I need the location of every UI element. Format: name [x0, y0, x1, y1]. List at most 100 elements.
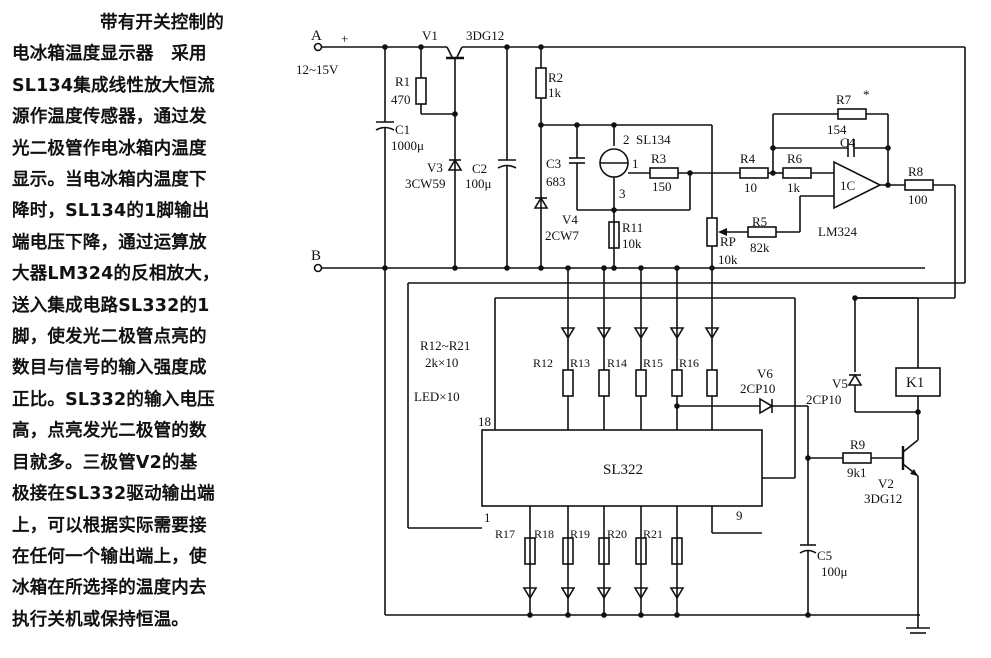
component-labels: A + 12~15V B V1 3DG12 R1 470 C1 1000μ V3…	[296, 28, 928, 579]
resistor-r20	[635, 537, 647, 565]
description-line: 脚，使发光二极管点亮的	[12, 327, 207, 348]
label-lm324: LM324	[818, 224, 858, 239]
label-op-amp-mark: 1C	[840, 178, 855, 193]
label-r7: R7	[836, 92, 852, 107]
label-ic: SL322	[603, 462, 643, 478]
label-pin1: 1	[632, 156, 639, 171]
description-line: 大器LM324的反相放大，	[12, 264, 220, 285]
label-pin2: 2	[623, 132, 630, 147]
label-r11-val: 10k	[622, 236, 642, 251]
label-r16: R16	[679, 356, 699, 370]
resistor-r8	[904, 179, 934, 191]
resistor-r4	[739, 167, 769, 179]
zener-v3	[447, 158, 463, 171]
label-r12: R12	[533, 356, 553, 370]
label-sl134: SL134	[636, 132, 671, 147]
diode-v5	[847, 373, 863, 386]
description-line: 高，点亮发光二极管的数	[12, 421, 207, 442]
label-supply-voltage: 12~15V	[296, 62, 339, 77]
resistor-r13	[598, 369, 610, 397]
description-line: 执行关机或保持恒温。	[12, 609, 189, 630]
label-r3: R3	[651, 151, 666, 166]
label-r15: R15	[643, 356, 663, 370]
label-supply-plus: +	[341, 31, 348, 46]
label-v2-part: 3DG12	[864, 491, 902, 506]
label-r8: R8	[908, 164, 923, 179]
switch-section	[677, 297, 941, 634]
label-terminal-a: A	[311, 28, 322, 44]
description-line: 电冰箱温度显示器 采用	[12, 44, 207, 65]
label-r5-val: 82k	[750, 240, 770, 255]
regulator-section	[375, 46, 517, 268]
label-r9: R9	[850, 437, 865, 452]
label-c1-val: 1000μ	[391, 138, 424, 153]
label-c2-val: 100μ	[465, 176, 492, 191]
resistor-r3	[649, 167, 679, 179]
label-v3: V3	[427, 160, 443, 175]
description-line: SL134集成线性放大恒流	[12, 75, 215, 96]
label-v2: V2	[878, 476, 894, 491]
bottom-led-columns	[384, 268, 920, 616]
description-line: 送入集成电路SL332的1	[12, 295, 210, 316]
label-v4: V4	[562, 212, 578, 227]
label-r2: R2	[548, 70, 563, 85]
op-amp-lm324	[833, 160, 882, 210]
label-r3-val: 150	[652, 179, 672, 194]
description-line: 在任何一个输出端上，使	[12, 546, 207, 567]
label-v6-part: 2CP10	[740, 381, 775, 396]
label-v4-part: 2CW7	[545, 228, 579, 243]
resistor-r15	[671, 369, 683, 397]
label-r8-val: 100	[908, 192, 928, 207]
label-v6: V6	[757, 366, 773, 381]
label-r14: R14	[607, 356, 627, 370]
description-title-line: 带有开关控制的	[12, 8, 252, 39]
label-r7-mark: *	[863, 87, 870, 102]
label-r21: R21	[643, 527, 663, 541]
label-v1-part: 3DG12	[466, 28, 504, 43]
label-ic-pin9: 9	[736, 508, 743, 523]
resistor-r11	[608, 221, 620, 249]
label-c1: C1	[395, 122, 410, 137]
label-rp: RP	[720, 234, 736, 249]
label-v5-part: 2CP10	[806, 392, 841, 407]
description-line: 冰箱在所选择的温度内去	[12, 578, 207, 599]
label-r1-val: 470	[391, 92, 411, 107]
label-r17: R17	[495, 527, 515, 541]
label-relay: K1	[906, 375, 924, 391]
label-r1: R1	[395, 74, 410, 89]
label-ic-pin1: 1	[484, 510, 491, 525]
ic-sl322	[481, 429, 763, 507]
description-line: 光二极管作电冰箱内温度	[12, 138, 207, 159]
label-r6: R6	[787, 151, 803, 166]
label-terminal-b: B	[311, 248, 321, 264]
label-r13: R13	[570, 356, 590, 370]
label-c5: C5	[817, 548, 832, 563]
label-r4: R4	[740, 151, 756, 166]
label-r19: R19	[570, 527, 590, 541]
label-r9-val: 9k1	[847, 465, 867, 480]
label-c3-val: 683	[546, 174, 566, 189]
junction-dots	[382, 44, 921, 618]
label-pin3: 3	[619, 186, 626, 201]
label-r2-val: 1k	[548, 85, 562, 100]
resistor-r16	[706, 369, 718, 397]
label-r6-val: 1k	[787, 180, 801, 195]
label-c2: C2	[472, 161, 487, 176]
resistor-r18	[562, 537, 574, 565]
label-r11: R11	[622, 220, 643, 235]
resistor-r9	[842, 452, 872, 464]
description-line: 显示。当电冰箱内温度下	[12, 170, 207, 191]
label-c5-val: 100μ	[821, 564, 848, 579]
label-led-count: LED×10	[414, 389, 460, 404]
label-r5: R5	[752, 214, 767, 229]
top-led-columns	[560, 268, 720, 430]
diode-v6	[759, 397, 774, 415]
label-r4-val: 10	[744, 180, 757, 195]
resistor-r1	[415, 77, 427, 105]
label-v3-part: 3CW59	[405, 176, 445, 191]
description-line: 源作温度传感器，通过发	[12, 107, 207, 128]
label-ic-pin18: 18	[478, 414, 491, 429]
description-line: 极接在SL332驱动输出端	[12, 484, 215, 505]
resistor-r2	[535, 67, 547, 99]
